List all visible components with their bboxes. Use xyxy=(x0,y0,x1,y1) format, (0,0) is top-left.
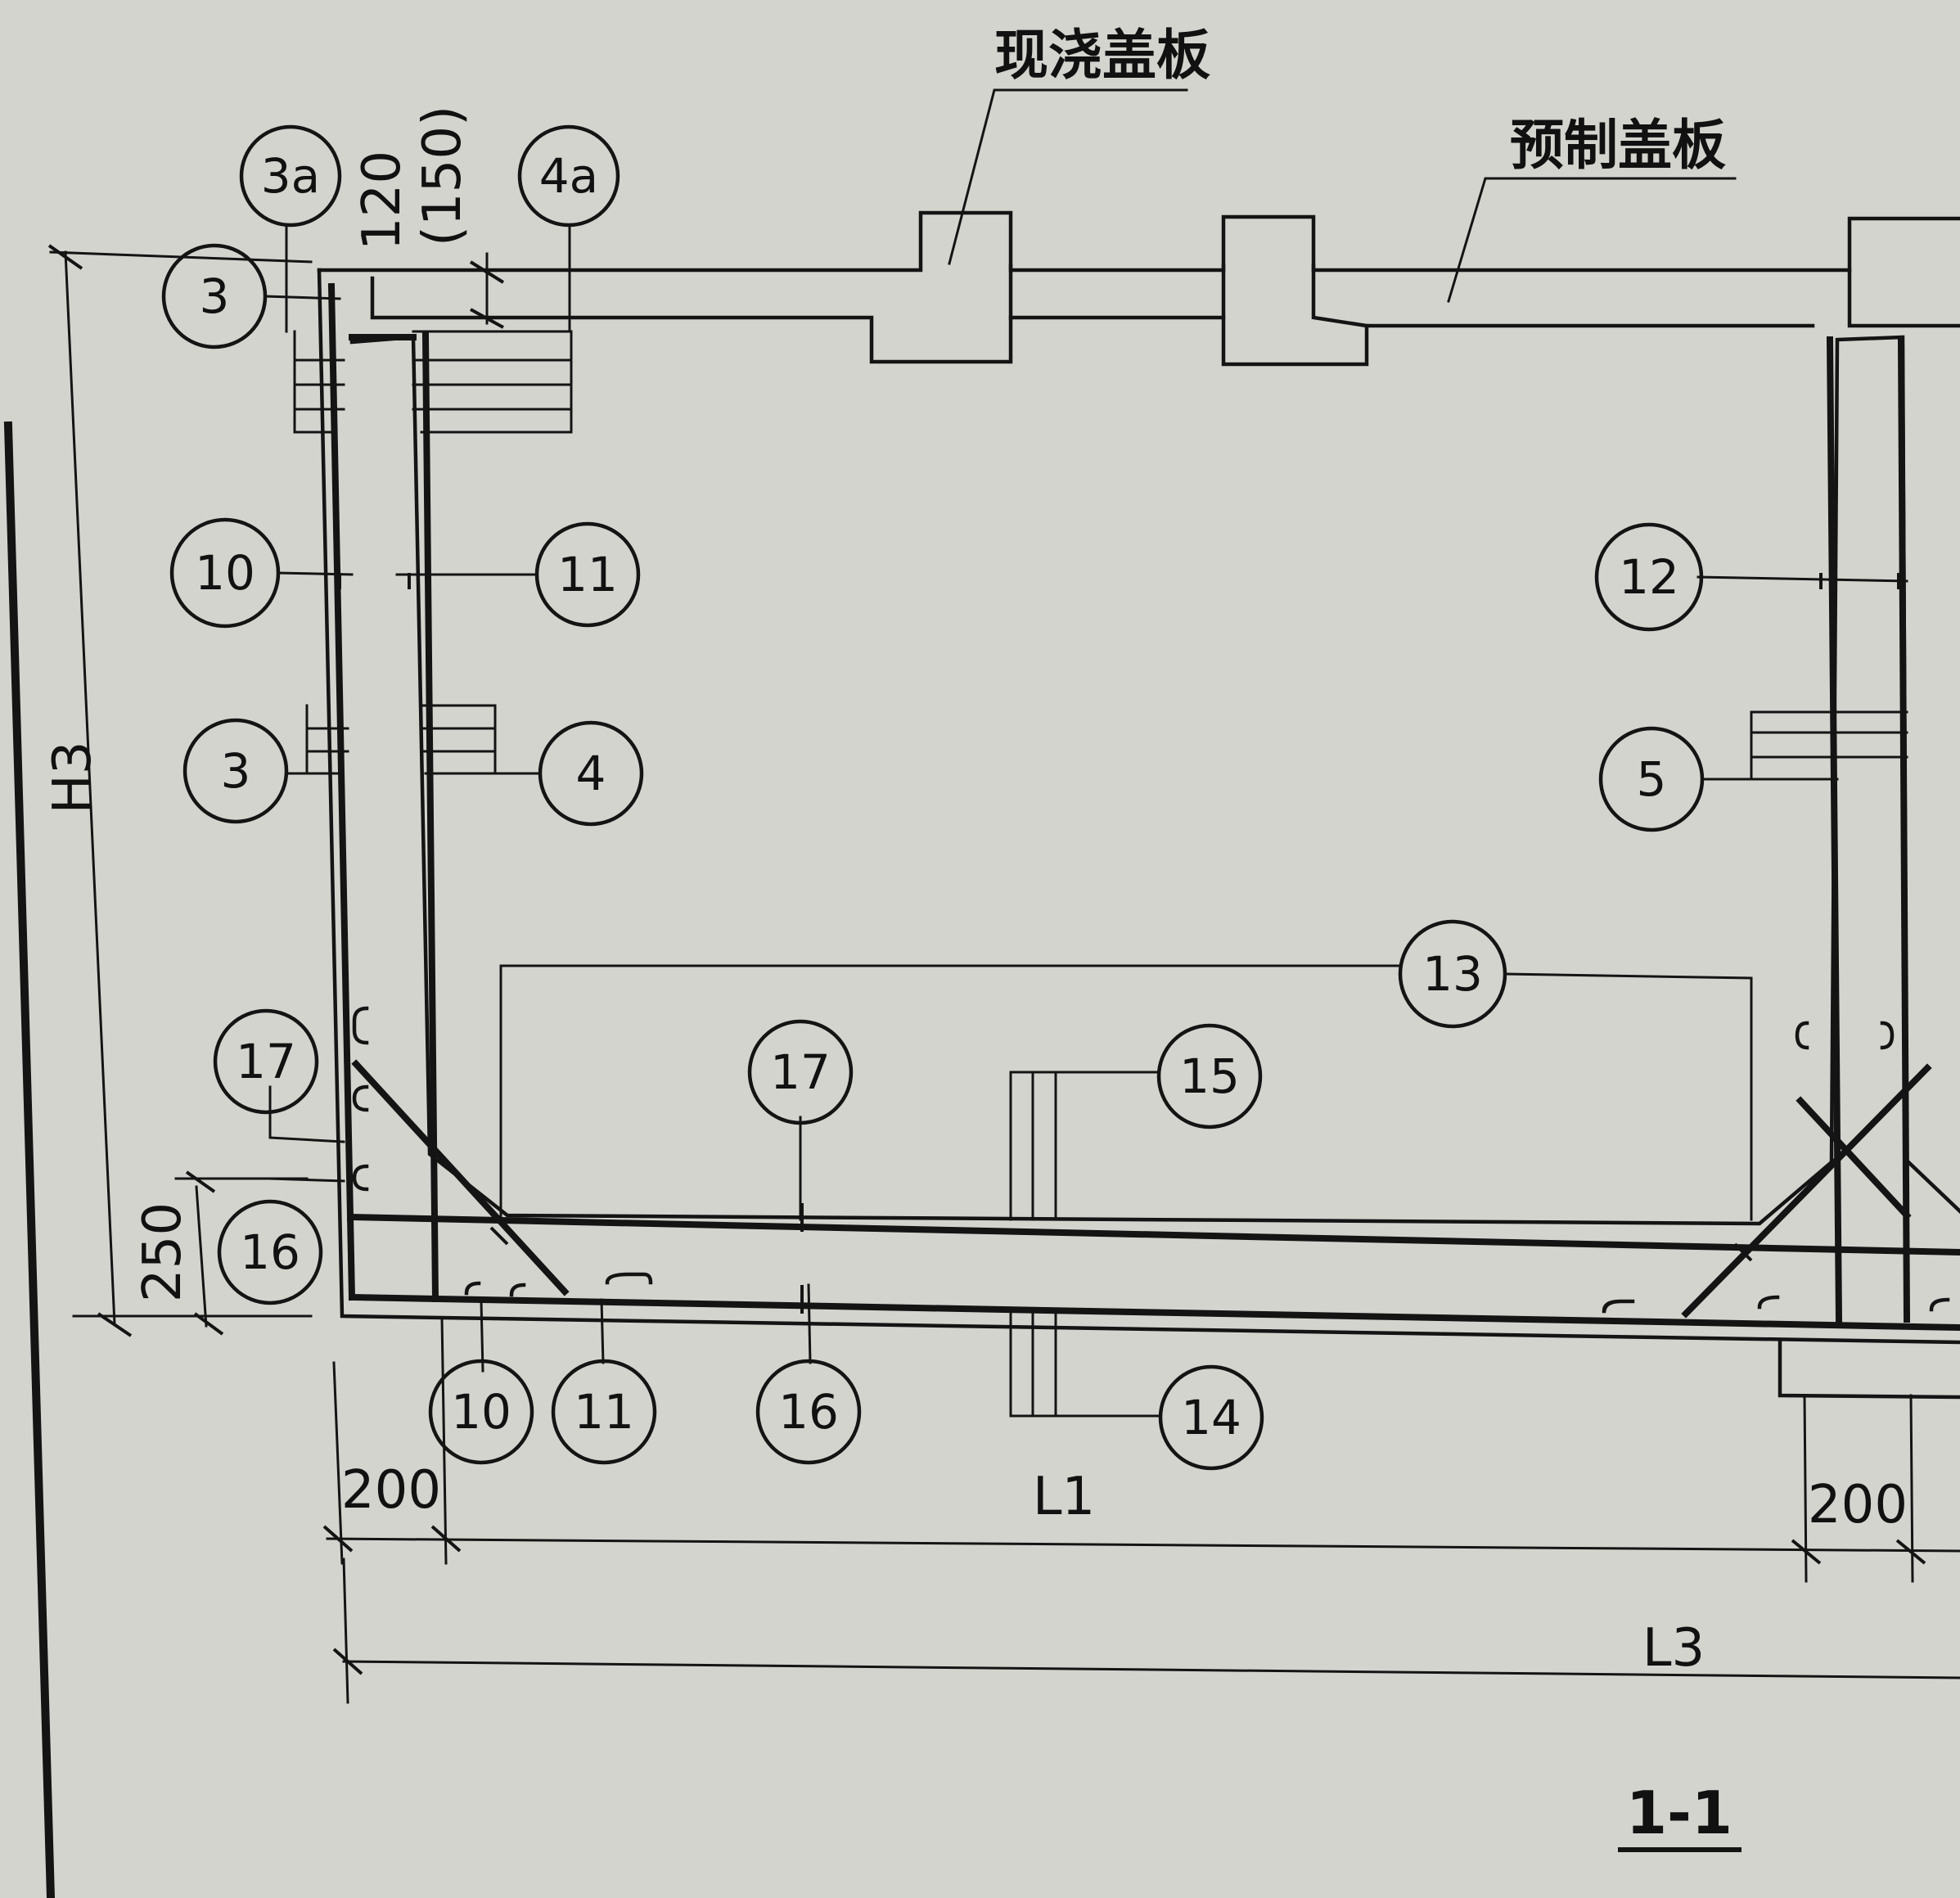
rebar-mark-16-bottom: 16 xyxy=(755,1359,862,1465)
svg-text:15: 15 xyxy=(1179,1048,1240,1104)
rebar-mark-3-mid: 3 xyxy=(182,718,289,824)
rebar-mark-11-left: 11 xyxy=(534,521,641,628)
svg-text:5: 5 xyxy=(1637,751,1667,807)
drawing-labels: 现浇盖板 预制盖板 H3 120 (150) 250 200 200 L1 L3… xyxy=(43,24,1908,1847)
dimension-lines xyxy=(47,244,1960,1852)
rebar-mark-14: 14 xyxy=(1158,1364,1264,1471)
slab-thickness-label: 120 xyxy=(352,151,412,250)
rebar-mark-16-left: 16 xyxy=(217,1199,323,1305)
rebar-mark-10-left: 10 xyxy=(169,517,281,629)
rebar-mark-5: 5 xyxy=(1598,726,1705,832)
rebar-mark-17-left: 17 xyxy=(213,1008,319,1115)
right-wall-dimension-label: 200 xyxy=(1808,1475,1908,1535)
svg-text:17: 17 xyxy=(770,1044,831,1100)
bar-ticks xyxy=(338,573,1900,1314)
height-dimension-label: H3 xyxy=(43,742,103,814)
rebar-lines xyxy=(327,282,1960,1332)
total-span-label: L3 xyxy=(1642,1618,1705,1679)
svg-text:10: 10 xyxy=(195,545,255,601)
page-border-line xyxy=(3,421,56,1898)
svg-text:3a: 3a xyxy=(261,148,320,204)
rebar-mark-12: 12 xyxy=(1594,522,1704,632)
svg-text:17: 17 xyxy=(236,1034,296,1089)
svg-text:14: 14 xyxy=(1181,1390,1241,1445)
rebar-mark-15: 15 xyxy=(1156,1023,1263,1129)
rebar-mark-4a: 4a xyxy=(517,124,620,228)
svg-text:10: 10 xyxy=(451,1384,511,1440)
svg-text:4a: 4a xyxy=(539,148,598,204)
svg-text:11: 11 xyxy=(574,1384,634,1440)
rebar-mark-11-bottom: 11 xyxy=(551,1359,657,1465)
leader-lines xyxy=(264,88,1908,1418)
svg-text:3: 3 xyxy=(221,743,251,799)
rebar-mark-3a: 3a xyxy=(239,124,342,228)
svg-text:11: 11 xyxy=(557,547,618,602)
svg-text:13: 13 xyxy=(1422,946,1483,1002)
bar-groups xyxy=(293,330,1908,1418)
clear-span-label: L1 xyxy=(1033,1467,1095,1527)
concrete-outline xyxy=(317,210,1960,1400)
rebar-mark-13: 13 xyxy=(1398,919,1507,1029)
cast-in-place-slab-label: 现浇盖板 xyxy=(994,24,1210,87)
left-wall-dimension-label: 200 xyxy=(341,1460,441,1521)
haunch-dimension-label: 250 xyxy=(133,1202,193,1302)
rebar-mark-3-top: 3 xyxy=(161,243,268,349)
rebar-mark-10-bottom: 10 xyxy=(428,1359,534,1465)
rebar-mark-4: 4 xyxy=(538,720,644,827)
svg-text:16: 16 xyxy=(778,1384,839,1440)
svg-text:4: 4 xyxy=(576,746,606,801)
svg-text:12: 12 xyxy=(1619,549,1679,605)
slab-thickness-alt-label: (150) xyxy=(412,106,473,246)
svg-text:16: 16 xyxy=(240,1224,300,1280)
rebar-mark-17-center: 17 xyxy=(747,1019,854,1125)
precast-slab-label: 预制盖板 xyxy=(1510,114,1726,177)
svg-text:3: 3 xyxy=(200,268,230,324)
section-title: 1-1 xyxy=(1626,1779,1732,1847)
